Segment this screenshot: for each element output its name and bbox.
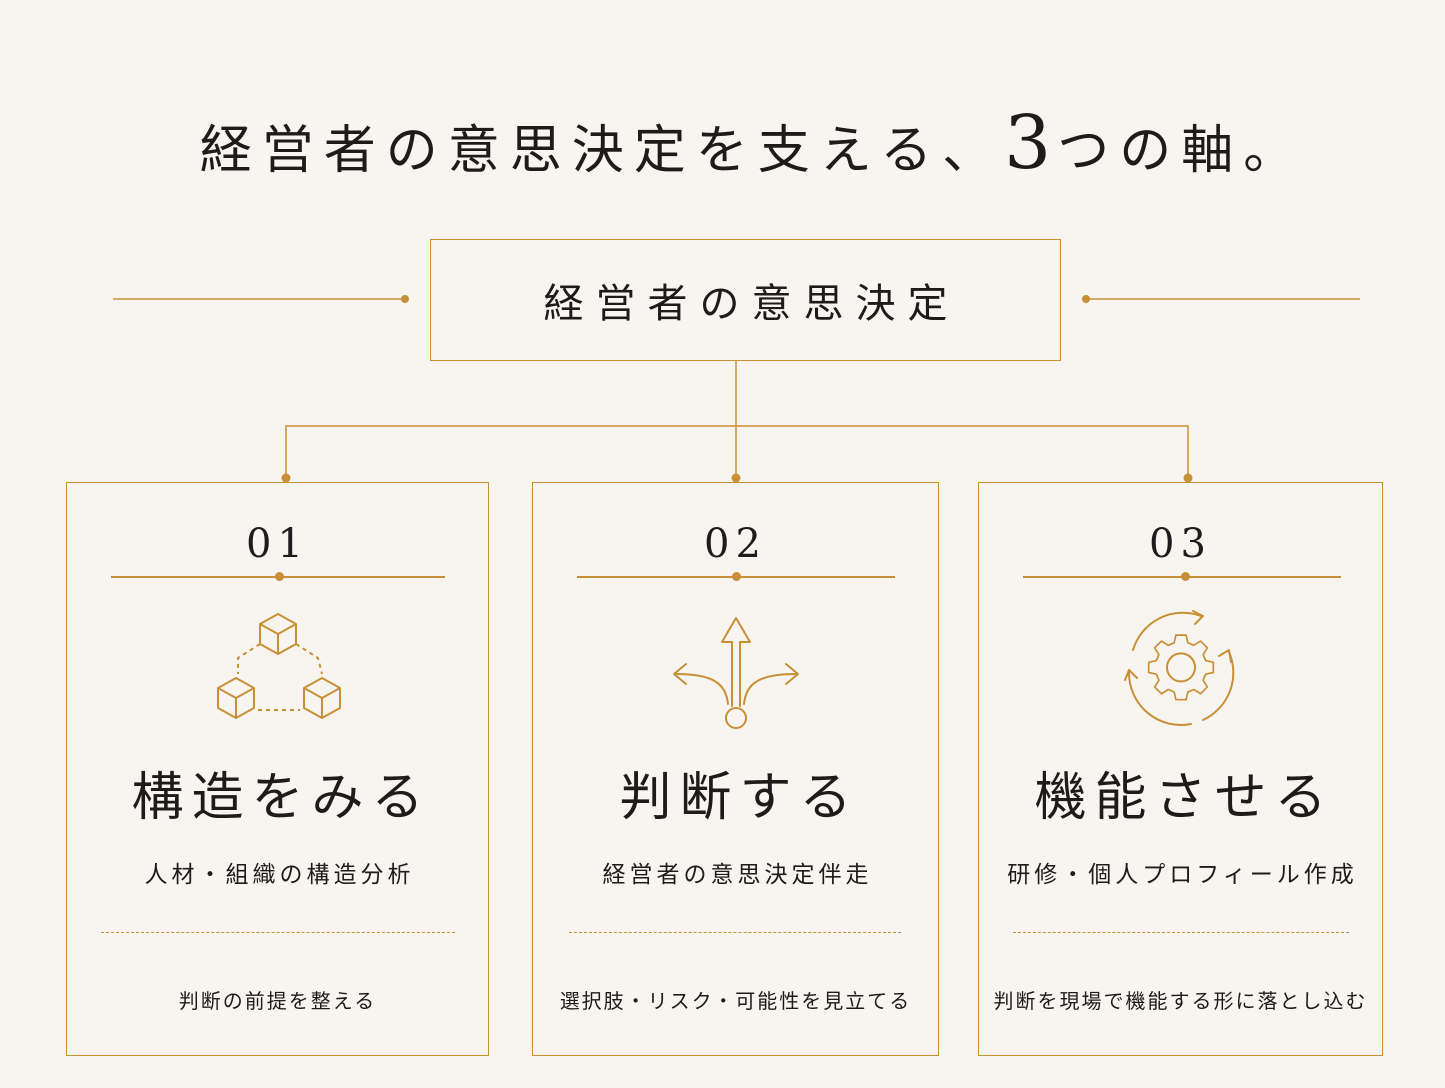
branch-dot-2 xyxy=(731,473,741,483)
page-headline: 経営者の意思決定を支える、3つの軸。 xyxy=(0,100,1445,186)
branching-arrows-icon xyxy=(533,608,938,733)
card-title: 構造をみる xyxy=(131,768,432,828)
axis-card-2: 02 判断する 経営者の意思決定伴走 選択肢・リスク・可能性を見立てる xyxy=(532,482,939,1056)
card-number: 02 xyxy=(704,521,767,567)
headline-text-before: 経営者の意思決定を支える、 xyxy=(199,121,1005,181)
card-subtitle: 研修・個人プロフィール作成 xyxy=(1007,862,1358,888)
card-dashed-divider xyxy=(1013,932,1349,933)
branch-dot-1 xyxy=(281,473,291,483)
headline-text-after: つの軸。 xyxy=(1057,121,1306,181)
card-subtitle: 経営者の意思決定伴走 xyxy=(602,862,873,888)
decision-box: 経営者の意思決定 xyxy=(430,239,1061,361)
card-number: 03 xyxy=(1149,521,1212,567)
gear-cycle-icon xyxy=(979,608,1382,733)
card-footer: 選択肢・リスク・可能性を見立てる xyxy=(559,989,912,1013)
branch-line xyxy=(285,425,1189,478)
card-title: 機能させる xyxy=(1034,768,1335,828)
axis-card-1: 01 構造をみる 人材・組織の構造分析 判断の前提を整える xyxy=(66,482,489,1056)
card-footer: 判断を現場で機能する形に落とし込む xyxy=(993,989,1368,1013)
decision-box-label: 経営者の意思決定 xyxy=(543,281,960,327)
card-rule-dot xyxy=(731,572,741,581)
headline-number: 3 xyxy=(1004,100,1058,186)
left-decor-dot xyxy=(401,295,409,303)
card-title: 判断する xyxy=(619,768,860,828)
branch-dot-3 xyxy=(1183,473,1193,483)
connected-cubes-icon xyxy=(67,608,488,728)
axis-card-3: 03 機能させる 研修・個人プロフィール作成 判断を現場で機能する形に落とし込む xyxy=(978,482,1383,1056)
card-footer: 判断の前提を整える xyxy=(178,989,377,1013)
card-rule-dot xyxy=(1180,572,1190,581)
right-decor-dot xyxy=(1082,295,1090,303)
card-dashed-divider xyxy=(569,932,901,933)
card-dashed-divider xyxy=(101,932,455,933)
card-subtitle: 人材・組織の構造分析 xyxy=(144,862,415,888)
card-number: 01 xyxy=(246,521,309,567)
card-rule-dot xyxy=(274,572,284,581)
